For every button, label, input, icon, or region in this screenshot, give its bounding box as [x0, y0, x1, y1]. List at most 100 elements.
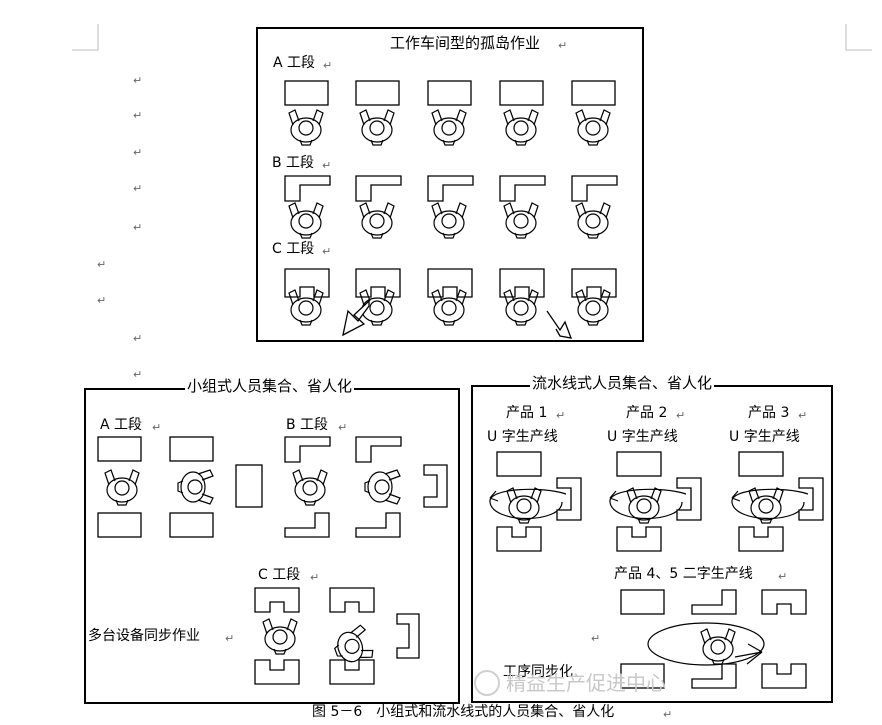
worker-icon: [288, 202, 324, 239]
worker-icon: [292, 469, 328, 506]
product-2-label: 产品 2: [626, 405, 668, 421]
machine-rect: [620, 663, 665, 689]
worker-icon: [334, 624, 374, 663]
worker-icon: [575, 202, 611, 239]
figure-caption: 图 5－6 小组式和流水线式的人员集合、省人化: [312, 704, 615, 720]
flow-loop: [647, 622, 765, 666]
u-machine: [761, 663, 807, 689]
u-machine: [254, 659, 300, 685]
left-c-label: C 工段: [258, 567, 301, 583]
l-machine: [355, 175, 402, 202]
worker-icon: [503, 109, 539, 146]
arrow-head: [489, 490, 499, 502]
paragraph-mark: ↵: [322, 245, 332, 258]
worker-icon: [288, 289, 324, 326]
worker-icon: [177, 469, 214, 505]
arrow-head: [731, 490, 741, 502]
worker-icon: [700, 628, 736, 665]
left-b-label: B 工段: [286, 417, 329, 433]
paragraph-mark: ↵: [323, 59, 333, 72]
machine-rect: [97, 512, 142, 538]
machine-rect: [169, 436, 214, 462]
product-45-label: 产品 4、5 二字生产线: [614, 566, 753, 582]
paragraph-mark: ↵: [97, 258, 107, 271]
machine-rect: [284, 80, 329, 106]
machine-rect: [169, 512, 214, 538]
worker-icon: [359, 109, 395, 146]
machine-rect: [738, 451, 784, 477]
row-c-label: C 工段: [272, 241, 315, 257]
paragraph-mark: ↵: [133, 74, 143, 87]
worker-icon: [506, 487, 542, 524]
worker-icon: [626, 487, 662, 524]
flow-arrow: [342, 299, 370, 337]
paragraph-mark: ↵: [152, 421, 162, 434]
paragraph-mark: ↵: [310, 571, 320, 584]
worker-icon: [431, 289, 467, 326]
paragraph-mark: ↵: [778, 570, 788, 583]
paragraph-mark: ↵: [558, 39, 568, 52]
l-machine: [284, 436, 331, 463]
worker-icon: [364, 469, 401, 505]
flow-arrow: [546, 310, 573, 339]
row-b-label: B 工段: [272, 155, 315, 171]
product-1-label: 产品 1: [506, 405, 548, 421]
machine-rect: [571, 80, 616, 106]
l-machine: [691, 589, 737, 615]
worker-icon: [431, 202, 467, 239]
paragraph-mark: ↵: [133, 182, 143, 195]
u-line-label: U 字生产线: [487, 429, 558, 445]
u-machine: [761, 589, 807, 615]
wechat-logo-icon: [474, 670, 500, 696]
worker-icon: [503, 202, 539, 239]
side-machine: [798, 477, 824, 521]
u-line-label: U 字生产线: [607, 429, 678, 445]
l-machine: [284, 175, 331, 202]
paragraph-mark: ↵: [133, 146, 143, 159]
worker-icon: [503, 289, 539, 326]
arrow-head: [609, 490, 619, 502]
process-sync-label: 工序同步化: [503, 664, 573, 680]
u-machine: [616, 526, 662, 552]
paragraph-mark: ↵: [225, 632, 235, 645]
worker-icon: [575, 289, 611, 326]
product-3-label: 产品 3: [748, 405, 790, 421]
l-machine: [355, 512, 401, 538]
arrow-head: [734, 643, 763, 665]
machine-rect: [235, 464, 263, 508]
flow-loop: [609, 488, 687, 519]
worker-icon: [104, 469, 140, 506]
l-machine: [499, 175, 546, 202]
l-machine: [691, 663, 737, 689]
u-machine: [496, 526, 542, 552]
u-machine: [738, 526, 784, 552]
machine-rect: [427, 80, 472, 106]
paragraph-mark: ↵: [663, 708, 673, 721]
multi-machine-label: 多台设备同步作业: [88, 628, 200, 644]
paragraph-mark: ↵: [591, 632, 601, 645]
worker-icon: [575, 109, 611, 146]
worker-icon: [359, 202, 395, 239]
machine-rect: [620, 589, 665, 615]
paragraph-mark: ↵: [133, 332, 143, 345]
worker-icon: [288, 109, 324, 146]
flow-loop: [731, 488, 809, 519]
top-panel-title: 工作车间型的孤岛作业: [390, 34, 541, 52]
paragraph-mark: ↵: [322, 159, 332, 172]
machine-rect: [355, 80, 400, 106]
l-machine: [355, 436, 402, 463]
paragraph-mark: ↵: [338, 421, 348, 434]
paragraph-mark: ↵: [798, 409, 808, 422]
worker-icon: [431, 109, 467, 146]
u-machine: [329, 587, 375, 613]
u-line-label: U 字生产线: [729, 429, 800, 445]
machine-rect: [499, 80, 544, 106]
u-machine: [254, 587, 300, 613]
l-machine: [571, 175, 618, 202]
watermark-text: 精益生产促进中心: [506, 671, 666, 695]
paragraph-mark: ↵: [676, 409, 686, 422]
side-machine: [396, 613, 420, 659]
row-a-label: A 工段: [273, 55, 316, 71]
